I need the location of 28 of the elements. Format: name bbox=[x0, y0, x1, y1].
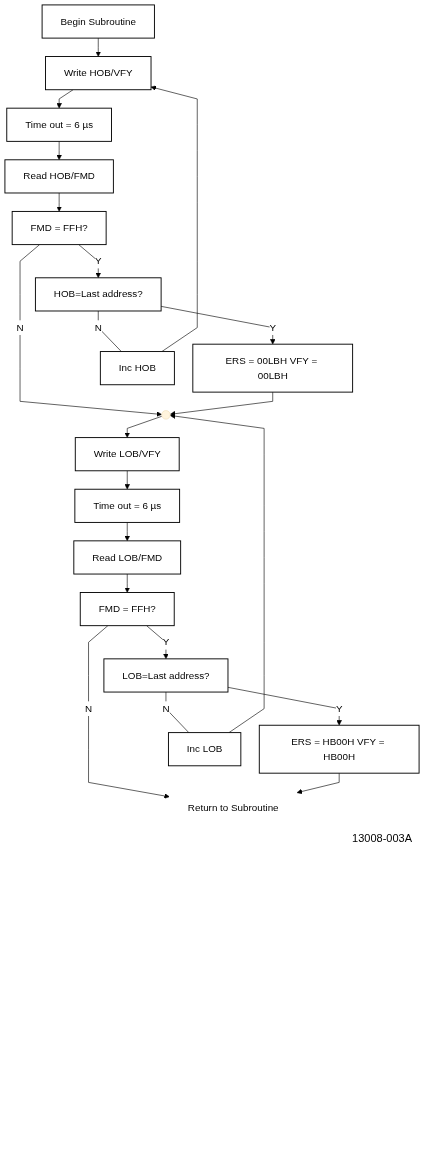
edge-label: N bbox=[16, 322, 24, 333]
node-box: Write HOB/VFY bbox=[45, 56, 152, 91]
node-text: Return to Subroutine bbox=[187, 802, 279, 814]
edge-label: N bbox=[84, 703, 93, 714]
node-box: Time out = 6 µs bbox=[74, 488, 181, 523]
connector bbox=[165, 691, 190, 733]
node-box: LOB=Last address? bbox=[103, 658, 229, 693]
edge-label: Y bbox=[94, 255, 102, 267]
figure-number: 13008-003A bbox=[351, 830, 413, 846]
node-box: Read LOB/FMD bbox=[73, 540, 182, 575]
node-box: ERS = HB00H VFY = HB00H bbox=[258, 724, 420, 774]
node-box: FMD = FFH? bbox=[11, 210, 107, 246]
connector bbox=[97, 310, 122, 352]
edge-label: N bbox=[94, 322, 102, 333]
node-box: Read HOB/FMD bbox=[4, 159, 114, 194]
node-box: FMD = FFH? bbox=[79, 592, 175, 627]
node-box: Time out = 6 µs bbox=[6, 107, 112, 142]
edge-label: Y bbox=[335, 703, 343, 714]
node-box: Inc LOB bbox=[167, 732, 242, 767]
node-box: ERS = 00LBH VFY = 00LBH bbox=[192, 343, 354, 393]
edge-label: N bbox=[162, 703, 170, 714]
node-box: Begin Subroutine bbox=[41, 4, 155, 39]
edge-label: Y bbox=[269, 322, 277, 333]
node-box: HOB=Last address? bbox=[34, 277, 162, 312]
node-circle bbox=[161, 410, 171, 420]
node-box: Inc HOB bbox=[99, 351, 175, 386]
edge-label: Y bbox=[162, 636, 170, 648]
node-box: Write LOB/VFY bbox=[74, 437, 180, 472]
